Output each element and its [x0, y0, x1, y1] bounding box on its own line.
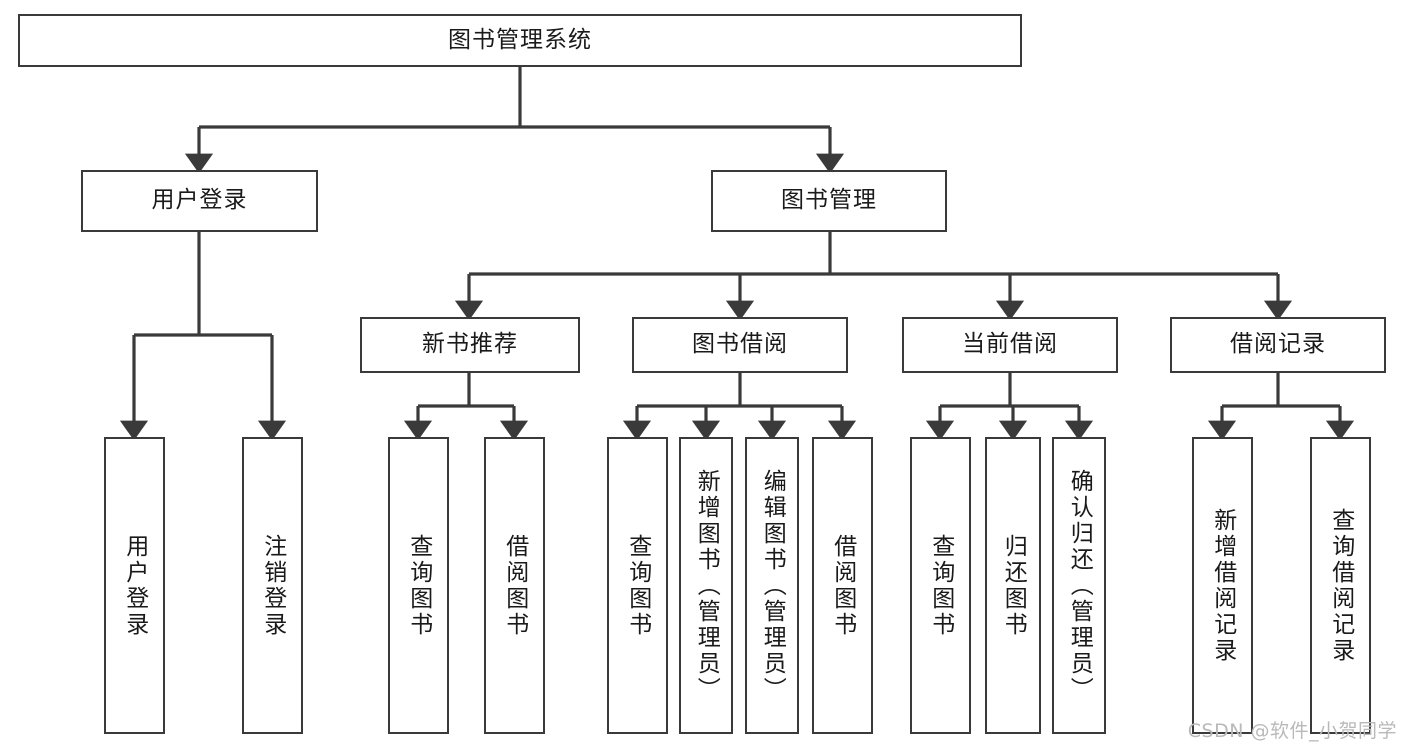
node-leaf-borrow-book-1-label: 借阅图书 — [501, 533, 528, 638]
node-leaf-return-book[interactable]: 归还图书 — [985, 437, 1041, 734]
node-borrow-record-label: 借阅记录 — [1230, 331, 1326, 358]
node-new-book-rec[interactable]: 新书推荐 — [360, 317, 580, 373]
node-leaf-return-book-label: 归还图书 — [1000, 533, 1027, 638]
node-leaf-user-login[interactable]: 用户登录 — [104, 437, 165, 734]
node-current-borrow-label: 当前借阅 — [962, 331, 1058, 358]
node-leaf-query-record-label: 查询借阅记录 — [1327, 507, 1354, 664]
csdn-watermark: CSDN @软件_小贺同学 — [1187, 720, 1397, 742]
node-leaf-add-book-label: 新增图书（管理员） — [693, 468, 720, 703]
node-leaf-query-book-3[interactable]: 查询图书 — [910, 437, 971, 734]
node-current-borrow[interactable]: 当前借阅 — [902, 317, 1118, 373]
node-leaf-borrow-book-2[interactable]: 借阅图书 — [812, 437, 873, 734]
node-leaf-add-record-label: 新增借阅记录 — [1209, 507, 1236, 664]
node-new-book-rec-label: 新书推荐 — [422, 331, 518, 358]
node-leaf-borrow-book-1[interactable]: 借阅图书 — [484, 437, 545, 734]
node-user-login[interactable]: 用户登录 — [81, 170, 318, 232]
node-leaf-user-logout[interactable]: 注销登录 — [242, 437, 303, 734]
node-leaf-borrow-book-2-label: 借阅图书 — [829, 533, 856, 638]
node-book-manage-label: 图书管理 — [781, 187, 877, 214]
node-leaf-user-logout-label: 注销登录 — [259, 533, 286, 638]
node-leaf-query-record[interactable]: 查询借阅记录 — [1310, 437, 1371, 734]
node-borrow-record[interactable]: 借阅记录 — [1170, 317, 1386, 373]
node-leaf-confirm-return[interactable]: 确认归还（管理员） — [1052, 437, 1106, 734]
node-leaf-edit-book-label: 编辑图书（管理员） — [759, 468, 786, 703]
node-book-manage[interactable]: 图书管理 — [711, 170, 947, 232]
node-leaf-edit-book[interactable]: 编辑图书（管理员） — [745, 437, 799, 734]
node-leaf-query-book-2-label: 查询图书 — [624, 533, 651, 638]
node-leaf-add-record[interactable]: 新增借阅记录 — [1192, 437, 1253, 734]
node-root[interactable]: 图书管理系统 — [18, 14, 1022, 67]
node-leaf-query-book-1[interactable]: 查询图书 — [388, 437, 449, 734]
node-book-borrow-label: 图书借阅 — [692, 331, 788, 358]
node-leaf-query-book-2[interactable]: 查询图书 — [607, 437, 668, 734]
node-leaf-confirm-return-label: 确认归还（管理员） — [1066, 468, 1093, 703]
node-leaf-query-book-1-label: 查询图书 — [405, 533, 432, 638]
node-leaf-query-book-3-label: 查询图书 — [927, 533, 954, 638]
node-book-borrow[interactable]: 图书借阅 — [632, 317, 848, 373]
node-root-label: 图书管理系统 — [448, 26, 592, 53]
node-leaf-add-book[interactable]: 新增图书（管理员） — [679, 437, 733, 734]
node-leaf-user-login-label: 用户登录 — [121, 533, 148, 638]
node-user-login-label: 用户登录 — [151, 187, 248, 214]
